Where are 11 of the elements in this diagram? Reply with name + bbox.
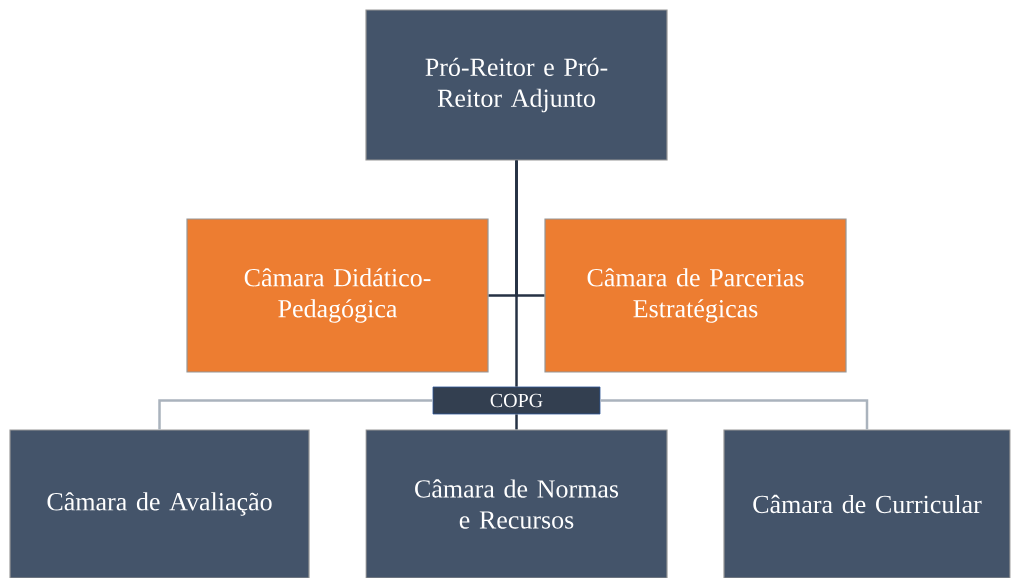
org-box: Câmara de Curricular xyxy=(723,429,1011,578)
title-bar: COPG xyxy=(432,386,601,415)
connector xyxy=(515,160,518,387)
org-box: Câmara Didático-Pedagógica xyxy=(186,218,489,373)
connector xyxy=(515,414,518,430)
org-box: Pró-Reitor e Pró-Reitor Adjunto xyxy=(365,9,668,161)
org-box: Câmara de Normas e Recursos xyxy=(365,429,668,578)
connector xyxy=(600,399,869,430)
connector xyxy=(158,399,433,430)
org-box: Câmara de Avaliação xyxy=(9,429,310,578)
org-box: Câmara de Parcerias Estratégicas xyxy=(544,218,847,373)
